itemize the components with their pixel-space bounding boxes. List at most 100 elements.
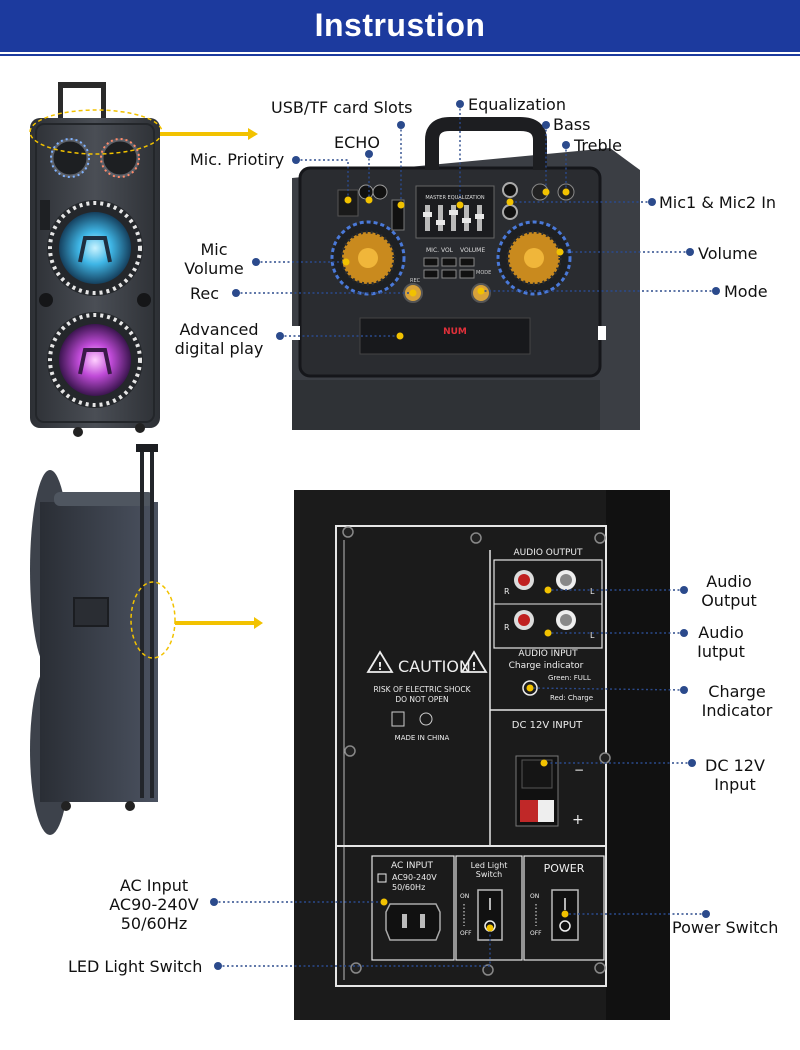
panel-green-full: Green: FULL — [548, 674, 591, 682]
panel-r-out: R — [504, 587, 510, 596]
panel-display: NUM — [443, 327, 467, 337]
label-digital-line1: Advanced — [179, 320, 259, 339]
label-audio-output-line1: Audio — [706, 572, 752, 591]
panel-master-eq: MASTER EQUALIZATION — [425, 195, 485, 201]
label-mode: Mode — [724, 282, 768, 301]
dot-power-end — [702, 910, 710, 918]
label-ac-line3: 50/60Hz — [120, 914, 188, 933]
leader-lines — [214, 104, 716, 967]
panel-l-out: L — [590, 587, 595, 596]
label-bass: Bass — [553, 115, 591, 134]
label-usb-tf-slots: USB/TF card Slots — [271, 98, 413, 117]
panel-audio-output: AUDIO OUTPUT — [514, 548, 583, 558]
dot-dc-end — [688, 759, 696, 767]
label-treble: Treble — [574, 136, 622, 155]
dot-treble-end — [562, 141, 570, 149]
label-mic-priority: Mic. Priotiry — [190, 150, 285, 169]
label-rec: Rec — [190, 284, 220, 303]
arrow-side — [175, 617, 263, 629]
panel-r-in: R — [504, 623, 510, 632]
page-title: Instrustion — [314, 7, 486, 43]
panel-do-not-open: DO NOT OPEN — [395, 695, 448, 704]
label-ac-input: AC Input AC90-240V 50/60Hz — [100, 876, 208, 933]
panel-led-light: Led Light — [471, 861, 508, 870]
panel-audio-input: AUDIO INPUT — [518, 649, 578, 659]
panel-mode: MODE — [476, 270, 491, 276]
highlight-ellipse-side — [130, 581, 176, 659]
label-audio-output: Audio Output — [694, 572, 764, 610]
label-dc-line1: DC 12V — [705, 756, 765, 775]
panel-plus: + — [572, 812, 584, 828]
dot-bass-end — [542, 121, 550, 129]
dot-echo-end — [365, 150, 373, 158]
control-panel-image: MASTER EQUALIZATION MIC. VOL VOLUME — [292, 117, 640, 430]
dot-audio-input-end — [680, 629, 688, 637]
label-advanced-digital-play: Advanced digital play — [172, 320, 266, 358]
panel-ac-input: AC INPUT — [391, 861, 434, 871]
dot-led-end — [214, 962, 222, 970]
label-power-switch: Power Switch — [672, 918, 779, 937]
label-digital-line2: digital play — [174, 339, 264, 358]
label-charge-indicator: Charge Indicator — [692, 682, 782, 720]
dot-mic-in-end — [648, 198, 656, 206]
label-ac-line2: AC90-240V — [109, 895, 199, 914]
panel-led-off: OFF — [460, 930, 472, 937]
label-audio-output-line2: Output — [701, 591, 757, 610]
panel-power-on: ON — [530, 893, 539, 900]
panel-red-charge: Red: Charge — [550, 694, 593, 702]
label-charge-line2: Indicator — [701, 701, 773, 720]
label-audio-input: Audio Iutput — [688, 623, 754, 661]
panel-led-on: ON — [460, 893, 469, 900]
panel-power-off: OFF — [530, 930, 542, 937]
panel-ac-range: AC90-240V — [392, 873, 437, 882]
dot-mic-priority-end — [292, 156, 300, 164]
dot-volume-end — [686, 248, 694, 256]
panel-l-in: L — [590, 631, 595, 640]
marker-dots — [210, 100, 720, 970]
speaker-side-image — [30, 444, 158, 835]
label-mic-volume-line2: Volume — [184, 259, 244, 278]
label-audio-input-line1: Audio — [698, 623, 744, 642]
label-dc-line2: Input — [714, 775, 756, 794]
label-mic-volume-line1: Mic — [200, 240, 228, 259]
dot-rec-end — [232, 289, 240, 297]
label-audio-input-line2: Iutput — [697, 642, 745, 661]
panel-caution: CAUTION — [398, 657, 471, 676]
label-volume: Volume — [698, 244, 758, 263]
label-dc-12v-input: DC 12V Input — [700, 756, 770, 794]
dot-eq-end — [456, 100, 464, 108]
label-ac-line1: AC Input — [119, 876, 189, 895]
back-panel-image: AUDIO OUTPUT R L R L AUDIO INPUT Charge … — [294, 490, 670, 1020]
dot-digital-end — [276, 332, 284, 340]
panel-switch: Switch — [476, 870, 502, 879]
label-mic-in: Mic1 & Mic2 In — [659, 193, 777, 212]
panel-rec: REC — [410, 278, 421, 284]
svg-text:!: ! — [471, 660, 476, 673]
header-divider — [0, 54, 800, 56]
label-equalization: Equalization — [468, 95, 566, 114]
svg-text:!: ! — [377, 660, 382, 673]
panel-risk: RISK OF ELECTRIC SHOCK — [373, 685, 471, 694]
label-mic-volume: Mic Volume — [180, 240, 248, 278]
label-led-light-switch: LED Light Switch — [68, 957, 203, 976]
dot-mode-end — [712, 287, 720, 295]
panel-made-in: MADE IN CHINA — [395, 734, 450, 742]
speaker-front-image — [30, 82, 160, 437]
dot-ac-end — [210, 898, 218, 906]
panel-power: POWER — [544, 862, 585, 875]
panel-volume: VOLUME — [460, 247, 485, 254]
panel-minus: − — [574, 763, 584, 777]
dot-charge-end — [680, 686, 688, 694]
dot-usb-end — [397, 121, 405, 129]
panel-mic-vol: MIC. VOL — [426, 247, 454, 254]
panel-ac-freq: 50/60Hz — [392, 883, 425, 892]
header-bar: Instrustion — [0, 0, 800, 52]
label-charge-line1: Charge — [708, 682, 766, 701]
dot-mic-volume-end — [252, 258, 260, 266]
dot-audio-output-end — [680, 586, 688, 594]
panel-dc-input: DC 12V INPUT — [512, 720, 583, 731]
label-echo: ECHO — [334, 133, 380, 152]
arrow-top — [160, 128, 258, 140]
panel-charge-indicator: Charge indicator — [509, 661, 584, 671]
